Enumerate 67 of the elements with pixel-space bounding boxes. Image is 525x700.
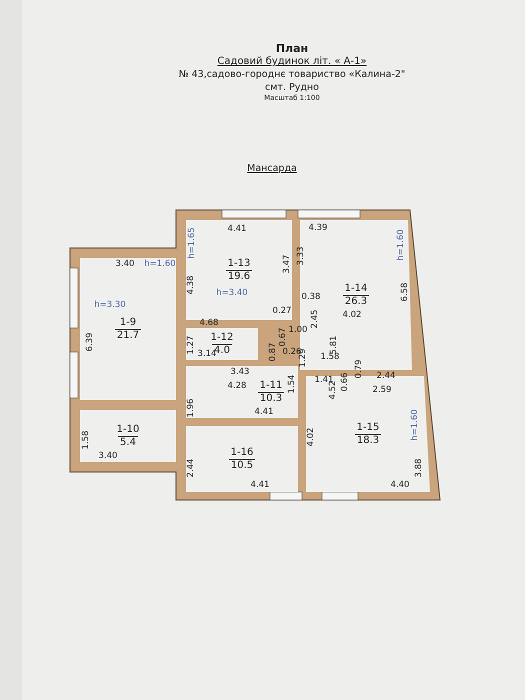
dimension-label: 2.45	[310, 310, 320, 328]
dimension-label: 1.58	[320, 352, 340, 362]
dimension-label: 0.67	[278, 328, 288, 346]
height-label: h=3.40	[216, 288, 248, 298]
dimension-label: 4.41	[254, 407, 274, 417]
height-label: h=1.60	[410, 409, 420, 441]
room-number: 1-9	[120, 316, 136, 328]
room-number: 1-16	[230, 446, 254, 458]
room-area: 10.5	[228, 458, 256, 472]
dimension-label: 4.02	[306, 428, 316, 446]
room-number: 1-11	[260, 380, 282, 392]
dimension-label: 3.33	[296, 246, 306, 266]
dimension-label: 3.47	[282, 254, 292, 274]
dimension-label: 3.40	[116, 259, 134, 269]
height-label: h=1.60	[396, 229, 406, 261]
dimension-label: 3.43	[230, 367, 250, 377]
settlement-text: смт. Рудно	[265, 82, 319, 93]
dimension-label: 0.38	[302, 292, 320, 302]
dimension-label: 0.79	[354, 360, 364, 378]
room-number: 1-13	[228, 258, 250, 270]
room-area: 5.4	[118, 436, 138, 448]
dimension-label: 4.28	[228, 381, 246, 391]
dimension-label: 3.88	[414, 458, 424, 478]
dimension-label: 6.58	[400, 282, 410, 302]
dimension-label: 6.39	[85, 332, 95, 352]
dimension-label: 3.14	[198, 349, 216, 359]
dimension-label: 3.40	[98, 451, 118, 461]
room	[186, 426, 298, 492]
dimension-label: 2.44	[186, 458, 196, 478]
room	[186, 328, 258, 360]
room-number: 1-10	[116, 424, 140, 436]
dimension-label: 1.58	[81, 430, 91, 450]
address-text: № 43,садово-городнє товариство «Калина-2"	[178, 69, 406, 80]
height-label: h=3.30	[94, 300, 126, 310]
dimension-label: 2.59	[372, 385, 392, 395]
dimension-label: 1.54	[287, 374, 297, 394]
dimension-label: 0.66	[340, 372, 350, 392]
dimension-label: 4.68	[200, 318, 218, 328]
room	[186, 220, 292, 320]
dimension-label: 0.27	[272, 306, 292, 316]
dimension-label: 1.27	[186, 336, 196, 354]
plan-title: План	[276, 42, 308, 55]
room-area: 26.3	[342, 294, 370, 308]
dimension-label: 4.38	[186, 276, 196, 294]
dimension-label: 2.44	[376, 371, 396, 381]
dimension-label: 0.87	[268, 342, 278, 362]
height-label: h=1.65	[187, 227, 197, 259]
room-number: 1-14	[344, 282, 368, 294]
room	[80, 410, 176, 462]
dimension-label: 1.96	[186, 398, 196, 418]
dimension-label: 4.39	[308, 223, 328, 233]
dimension-label: 4.41	[250, 480, 270, 490]
floor-name: Мансарда	[247, 163, 297, 174]
room	[80, 258, 176, 400]
dimension-label: 4.40	[390, 480, 410, 490]
height-label: h=1.60	[144, 259, 176, 269]
room-number: 1-12	[210, 332, 234, 344]
room-area: 18.3	[354, 434, 382, 446]
room-number: 1-15	[356, 422, 380, 434]
dimension-label: 4.41	[228, 224, 246, 234]
dimension-label: 4.52	[328, 380, 338, 400]
room-area: 21.7	[114, 328, 142, 342]
room-area: 19.6	[226, 270, 252, 282]
dimension-label: 4.02	[342, 310, 362, 320]
room	[186, 366, 298, 418]
room-area: 10.3	[258, 392, 284, 404]
building-subtitle: Садовий будинок літ. « А-1»	[217, 56, 367, 67]
